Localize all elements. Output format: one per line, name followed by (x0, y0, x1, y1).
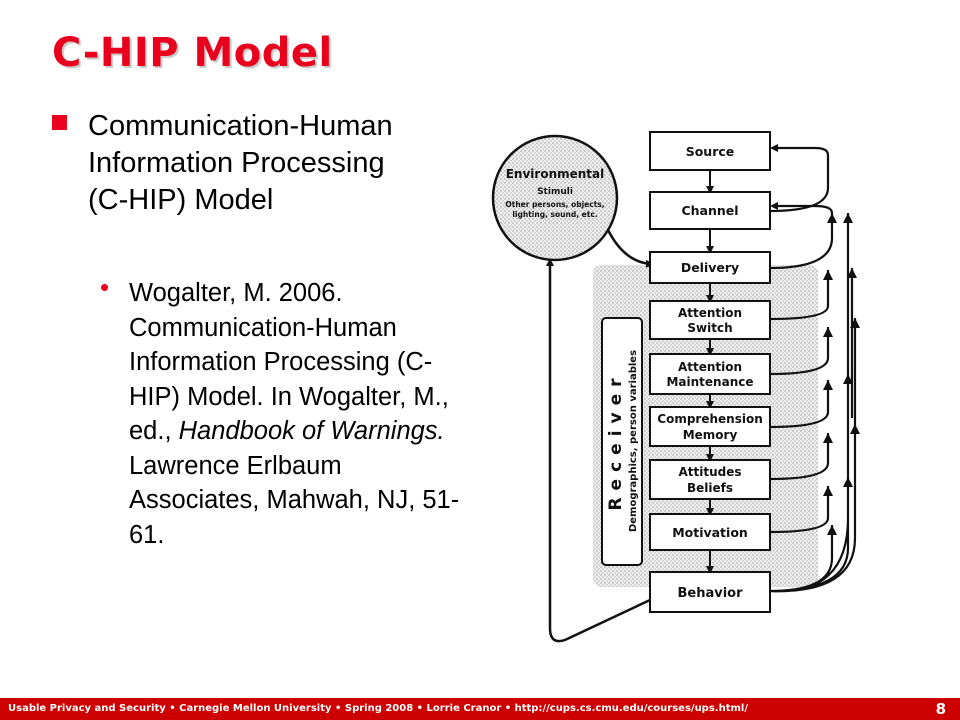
environmental-circle (491, 134, 619, 262)
attention-switch-line1: Attention (678, 306, 742, 320)
delivery-box (649, 251, 771, 284)
attitudes-beliefs-line1: Attitudes (678, 465, 741, 479)
feedback-loop-arrow (546, 258, 651, 643)
right-feedback-loops (769, 144, 857, 593)
main-bullet-text: Communication-Human Information Processi… (88, 110, 393, 216)
source-label: Source (686, 144, 735, 159)
attention-switch-box (649, 300, 771, 340)
behavior-label: Behavior (677, 586, 743, 601)
reference-part1: Wogalter, M. 2006. Communication-Human I… (129, 279, 449, 445)
attitudes-beliefs-line2: Beliefs (687, 481, 733, 495)
footer-bar: Usable Privacy and Security • Carnegie M… (0, 698, 960, 720)
environmental-line2: lighting, sound, etc. (512, 210, 597, 219)
environmental-line1: Other persons, objects, (505, 200, 604, 209)
attitudes-beliefs-box (649, 459, 771, 500)
receiver-title: Receiver (606, 371, 626, 510)
delivery-label: Delivery (681, 260, 739, 275)
environmental-to-delivery-arrow (606, 229, 654, 268)
comprehension-memory-box (649, 406, 771, 447)
footer-text: Usable Privacy and Security • Carnegie M… (8, 703, 748, 714)
channel-box (649, 191, 771, 230)
outer-feedback-lines (846, 213, 857, 424)
page-number: 8 (935, 700, 946, 718)
attention-maintenance-box (649, 353, 771, 395)
motivation-box (649, 513, 771, 551)
channel-label: Channel (681, 203, 738, 218)
square-bullet-icon (52, 115, 67, 130)
source-box (649, 131, 771, 171)
environmental-subtitle: Stimuli (537, 187, 573, 197)
chip-diagram: Receiver Demographics, person variables … (491, 131, 860, 643)
reference-part2: Lawrence Erlbaum Associates, Mahwah, NJ,… (129, 451, 460, 549)
motivation-label: Motivation (672, 525, 748, 540)
behavior-box (649, 571, 771, 613)
environmental-title: Environmental (506, 167, 605, 181)
reference-text: Wogalter, M. 2006. Communication-Human I… (129, 276, 474, 552)
reference-book-title: Handbook of Warnings. (178, 417, 445, 445)
attention-maintenance-line2: Maintenance (666, 375, 753, 389)
comprehension-memory-line2: Memory (683, 428, 738, 442)
receiver-subtitle: Demographics, person variables (628, 350, 639, 532)
dot-bullet-icon: • (100, 272, 110, 302)
comprehension-memory-line1: Comprehension (657, 412, 762, 426)
attention-switch-line2: Switch (687, 321, 732, 335)
slide-title: C-HIP Model (52, 30, 333, 76)
receiver-label-box (601, 317, 643, 566)
attention-maintenance-line1: Attention (678, 360, 742, 374)
